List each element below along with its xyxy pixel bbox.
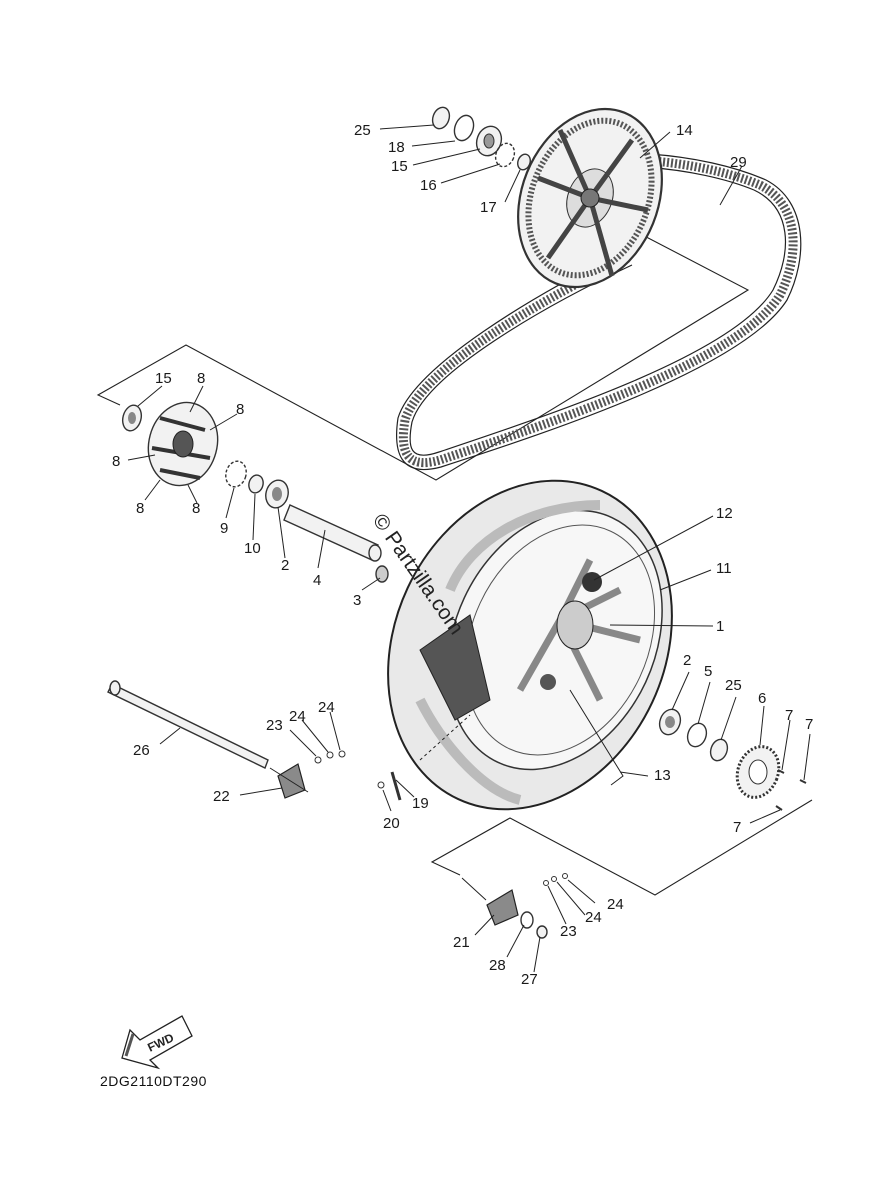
callout-8-d: 8: [136, 500, 144, 517]
callout-23-right: 23: [560, 923, 577, 940]
right-side-parts: [658, 708, 807, 811]
leader-lines: [127, 124, 811, 973]
callout-21: 21: [453, 934, 470, 951]
rear-wheel: [387, 479, 673, 811]
callout-6: 6: [758, 690, 766, 707]
callout-18: 18: [388, 139, 405, 156]
callout-25-right: 25: [725, 677, 742, 694]
callout-1: 1: [716, 618, 724, 635]
callout-7-b: 7: [805, 716, 813, 733]
callout-27: 27: [521, 971, 538, 988]
wheel-axle: [107, 680, 269, 769]
callout-9: 9: [220, 520, 228, 537]
group-bracket-upper: [96, 204, 750, 481]
callout-5: 5: [704, 663, 712, 680]
callout-labels: 25 18 15 16 17 14 29 15 8 8 8 8 8 9 10 2…: [112, 122, 813, 988]
callout-16: 16: [420, 177, 437, 194]
group-bracket-lower: [430, 799, 813, 896]
pulley-small-parts: [431, 106, 531, 171]
callout-14: 14: [676, 122, 693, 139]
callout-24-left-a: 24: [289, 708, 306, 725]
callout-7-a: 7: [785, 707, 793, 724]
callout-28: 28: [489, 957, 506, 974]
callout-12: 12: [716, 505, 733, 522]
right-adjuster: [486, 873, 568, 939]
callout-11: 11: [716, 560, 732, 577]
collar: [283, 504, 389, 583]
callout-8-e: 8: [192, 500, 200, 517]
callout-15-top: 15: [391, 158, 408, 175]
small-bolts: [377, 771, 402, 801]
diagram-code: 2DG2110DT290: [100, 1073, 207, 1089]
callout-7-c: 7: [733, 819, 741, 836]
damper-assembly: [121, 401, 289, 509]
callout-8-a: 8: [197, 370, 205, 387]
callout-20: 20: [383, 815, 400, 832]
callout-17: 17: [480, 199, 497, 216]
left-adjuster: [277, 750, 346, 799]
callout-22: 22: [213, 788, 230, 805]
callout-8-b: 8: [236, 401, 244, 418]
rear-pulley: [517, 107, 663, 289]
callout-19: 19: [412, 795, 429, 812]
callout-13: 13: [654, 767, 671, 784]
drive-belt: [395, 152, 802, 471]
callout-4: 4: [313, 572, 321, 589]
fwd-arrow-icon: FWD: [121, 1015, 193, 1070]
callout-24-right-b: 24: [585, 909, 602, 926]
callout-3: 3: [353, 592, 361, 609]
callout-8-c: 8: [112, 453, 120, 470]
callout-2-left: 2: [281, 557, 289, 574]
callout-25-top: 25: [354, 122, 371, 139]
callout-23-left: 23: [266, 717, 283, 734]
callout-24-right-a: 24: [607, 896, 624, 913]
callout-24-left-b: 24: [318, 699, 335, 716]
callout-10: 10: [244, 540, 261, 557]
callout-29: 29: [730, 154, 747, 171]
callout-15-left: 15: [155, 370, 172, 387]
callout-26: 26: [133, 742, 150, 759]
callout-2-right: 2: [683, 652, 691, 669]
